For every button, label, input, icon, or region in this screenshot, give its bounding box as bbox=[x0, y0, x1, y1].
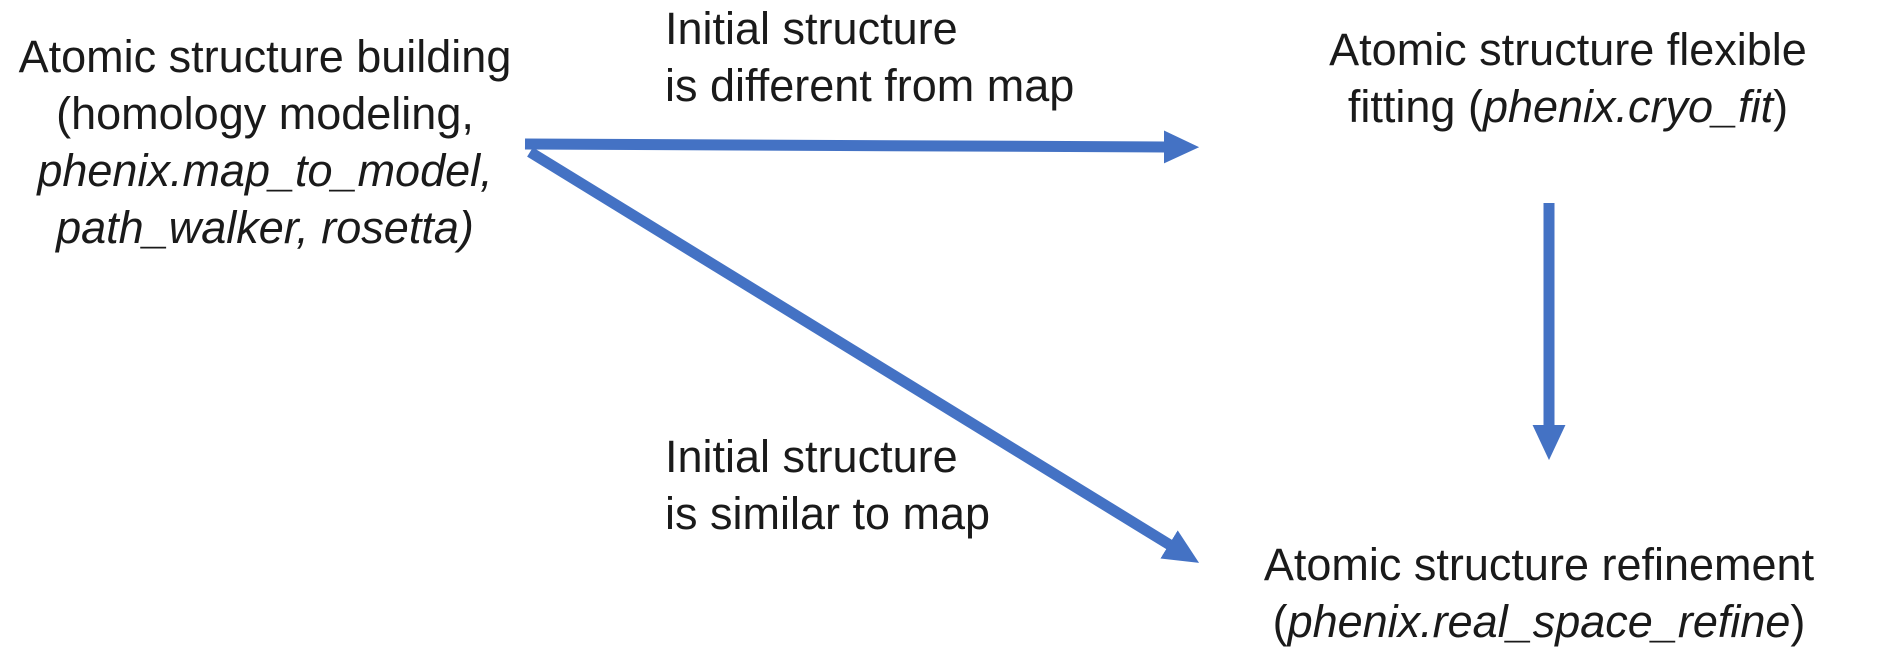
edge-label-different-line2: is different from map bbox=[665, 60, 1075, 111]
node-structure-building-line3: phenix.map_to_model, bbox=[37, 145, 493, 196]
node-flexible-fitting-tool: phenix.cryo_fit bbox=[1482, 81, 1774, 132]
arrow-building-to-fitting bbox=[524, 130, 1200, 164]
node-flexible-fitting-line2: fitting (phenix.cryo_fit) bbox=[1347, 81, 1789, 132]
node-structure-building: Atomic structure building (homology mode… bbox=[0, 28, 530, 256]
node-structure-building-line2: (homology modeling, bbox=[56, 88, 474, 139]
edge-label-different-line1: Initial structure bbox=[665, 3, 958, 54]
node-structure-building-line4: path_walker, rosetta) bbox=[56, 202, 474, 253]
node-structure-refinement: Atomic structure refinement (phenix.real… bbox=[1239, 536, 1839, 650]
node-structure-refinement-line2: (phenix.real_space_refine) bbox=[1272, 596, 1806, 647]
edge-label-similar-line1: Initial structure bbox=[665, 431, 958, 482]
edge-label-different-from-map: Initial structure is different from map bbox=[665, 0, 1074, 114]
edge-label-similar-line2: is similar to map bbox=[665, 488, 991, 539]
node-structure-refinement-line1: Atomic structure refinement bbox=[1263, 539, 1815, 590]
node-flexible-fitting-line1: Atomic structure flexible bbox=[1329, 24, 1807, 75]
node-flexible-fitting: Atomic structure flexible fitting (pheni… bbox=[1268, 21, 1868, 135]
edge-label-similar-to-map: Initial structure is similar to map bbox=[665, 428, 990, 542]
node-structure-refinement-tool: phenix.real_space_refine bbox=[1287, 596, 1791, 647]
node-structure-building-line1: Atomic structure building bbox=[18, 31, 512, 82]
arrow-building-to-refinement bbox=[527, 147, 1200, 563]
